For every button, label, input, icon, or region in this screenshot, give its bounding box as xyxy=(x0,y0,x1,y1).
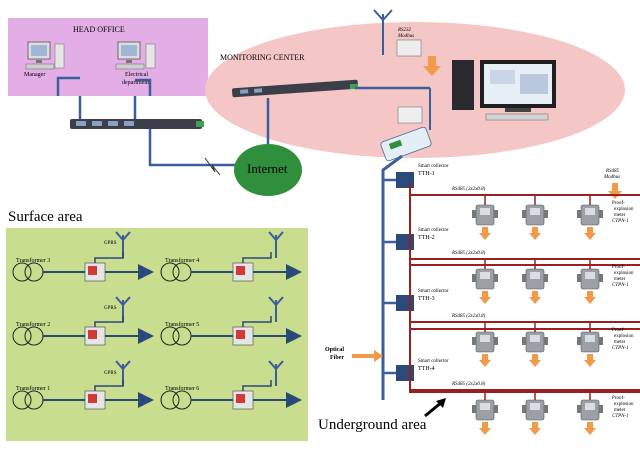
surface-area-title: Surface area xyxy=(8,209,83,225)
collector-id-label: TTH-1 xyxy=(418,171,435,177)
transformer-label: Transformer 4 xyxy=(165,258,200,264)
converter-icon xyxy=(397,106,423,124)
collector-label: Smart collector xyxy=(418,289,449,294)
rs485-bus-line xyxy=(409,379,640,391)
surface-area-panel xyxy=(6,228,308,441)
transformer-label: Transformer 5 xyxy=(165,322,200,328)
meter-model-label: CTPN-1 xyxy=(612,219,629,224)
internet-label: Internet xyxy=(247,161,288,176)
electrical-label-2: department xyxy=(122,80,149,86)
electrical-label-1: Electrical xyxy=(125,72,148,78)
underground-area-title: Underground area xyxy=(318,417,427,433)
rs485-bus-line xyxy=(409,322,640,393)
proof-explosion-meter-icon xyxy=(522,195,548,240)
meter-label-line2: explosion xyxy=(614,207,634,212)
rs485-bus-label: RS485 (2x2x0.8) xyxy=(452,314,486,319)
manager-label: Manager xyxy=(24,72,46,78)
proof-explosion-meter-icon xyxy=(522,390,548,435)
monitoring-center-title: MONITORING CENTER xyxy=(220,53,305,62)
optical-label-1: Optical xyxy=(325,347,344,353)
meter-label-line2: explosion xyxy=(614,271,634,276)
proof-explosion-meter-icon xyxy=(577,195,603,240)
collector-id-label: TTH-2 xyxy=(418,235,435,241)
rs485-bus-label: RS485 (2x2x0.8) xyxy=(452,187,486,192)
transformer-label: Transformer 2 xyxy=(16,322,51,328)
transformer-label: Transformer 1 xyxy=(16,386,51,392)
monitoring-switch-icon xyxy=(232,79,359,98)
transformer-unit-icon xyxy=(160,380,302,410)
proof-explosion-meter-icon xyxy=(577,259,603,304)
collector-icons xyxy=(396,172,414,381)
collector-id-label: TTH-3 xyxy=(418,296,435,302)
meter-label-line3: meter xyxy=(614,277,626,282)
meter-label-line3: meter xyxy=(614,213,626,218)
rs232-label-2: Modbus xyxy=(398,34,415,39)
proof-explosion-meter-icon xyxy=(472,390,498,435)
meter-label-line1: Proof- xyxy=(612,328,625,333)
meter-label-line2: explosion xyxy=(614,334,634,339)
rs485-bus-line xyxy=(409,309,640,323)
rs485-bus-line xyxy=(409,184,640,196)
proof-explosion-meter-icon xyxy=(522,259,548,304)
proof-explosion-meter-icon xyxy=(472,195,498,240)
meter-model-label: CTPN-1 xyxy=(612,346,629,351)
collector-id-label: TTH-4 xyxy=(418,366,435,372)
proof-explosion-meter-icon xyxy=(472,322,498,367)
rs232-label-1: RS232 xyxy=(398,28,412,33)
meter-label-line1: Proof- xyxy=(612,201,625,206)
meter-model-label: CTPN-1 xyxy=(612,414,629,419)
meter-label-line2: explosion xyxy=(614,402,634,407)
gprs-label-2: GPRS xyxy=(104,306,117,311)
manager-computer-icon xyxy=(25,41,65,70)
optical-label-2: Fiber xyxy=(330,355,344,361)
meter-label-line3: meter xyxy=(614,340,626,345)
media-converter-icon xyxy=(380,126,432,162)
meter-model-label: CTPN-1 xyxy=(612,283,629,288)
rs485-bus-line xyxy=(409,248,640,260)
collector-label: Smart collector xyxy=(418,228,449,233)
electrical-department-computer-icon xyxy=(115,41,156,70)
rs485-modbus-label-1: RS485 xyxy=(606,169,620,174)
transformer-label: Transformer 3 xyxy=(16,258,51,264)
proof-explosion-meter-icon xyxy=(577,390,603,435)
rs485-modbus-arrow xyxy=(608,183,622,199)
head-office-title: HEAD OFFICE xyxy=(73,25,125,34)
gprs-label-3: GPRS xyxy=(104,371,117,376)
transformer-unit-icon xyxy=(160,252,302,282)
transformer-unit-icon xyxy=(12,252,154,282)
monitoring-computer-icon xyxy=(452,60,556,121)
rs485-modbus-label-2: Modbus xyxy=(604,175,621,180)
underground-arrow xyxy=(424,400,443,418)
gprs-label-1: GPRS xyxy=(104,241,117,246)
proof-explosion-meter-icon xyxy=(472,259,498,304)
meter-label-line1: Proof- xyxy=(612,265,625,270)
transformer-unit-icon xyxy=(160,316,302,346)
collector-label: Smart collector xyxy=(418,359,449,364)
meter-label-line3: meter xyxy=(614,408,626,413)
rs232-arrow xyxy=(423,56,441,76)
optical-fiber-arrow xyxy=(352,350,383,362)
transformer-unit-icon xyxy=(12,380,154,410)
meter-label-line1: Proof- xyxy=(612,396,625,401)
rs485-bus-label: RS485 (2x2x0.8) xyxy=(452,382,486,387)
proof-explosion-meter-icon xyxy=(522,322,548,367)
internet-cloud xyxy=(234,144,302,196)
head-office-switch-icon xyxy=(70,119,204,129)
monitoring-center-ellipse xyxy=(205,22,625,158)
proof-explosion-meter-icon xyxy=(577,322,603,367)
collector-label: Smart collector xyxy=(418,164,449,169)
modem-icon xyxy=(396,39,422,57)
transformer-unit-icon xyxy=(12,316,154,346)
transformer-label: Transformer 6 xyxy=(165,386,200,392)
rs485-bus-label: RS485 (2x2x0.8) xyxy=(452,251,486,256)
